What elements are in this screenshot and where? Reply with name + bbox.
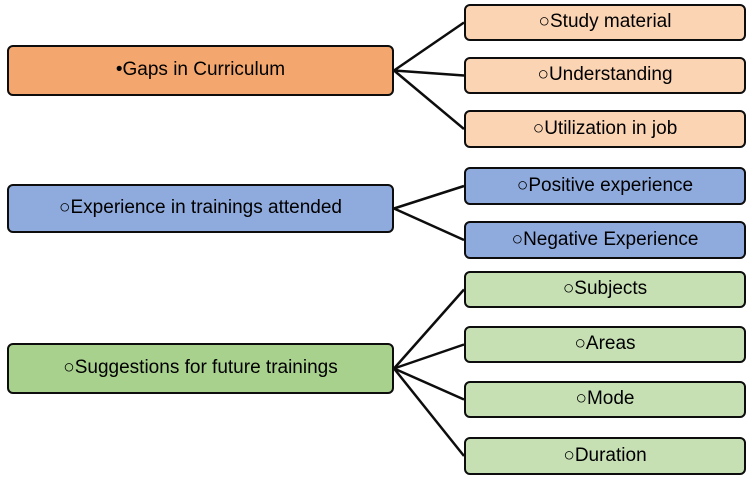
connector-line	[393, 343, 465, 370]
parent-node-experience-in-trainings-attended: ○Experience in trainings attended	[7, 184, 394, 233]
child-node-mode: ○Mode	[464, 381, 746, 418]
child-node-subjects: ○Subjects	[464, 271, 746, 308]
child-node-positive-experience: ○Positive experience	[464, 167, 746, 205]
child-node-areas: ○Areas	[464, 326, 746, 363]
connector-line	[393, 367, 465, 457]
connector-line	[393, 367, 465, 401]
connector-line	[393, 288, 465, 370]
parent-node-gaps-in-curriculum: •Gaps in Curriculum	[7, 45, 394, 96]
child-node-study-material: ○Study material	[464, 4, 746, 41]
child-node-duration: ○Duration	[464, 437, 746, 475]
child-node-negative-experience: ○Negative Experience	[464, 221, 746, 259]
connector-line	[393, 184, 465, 210]
connector-line	[393, 69, 465, 130]
child-node-utilization-in-job: ○Utilization in job	[464, 110, 746, 148]
connector-line	[393, 207, 465, 242]
parent-node-suggestions-for-future-trainings: ○Suggestions for future trainings	[7, 343, 394, 394]
child-node-understanding: ○Understanding	[464, 57, 746, 94]
connector-line	[393, 69, 465, 77]
connector-line	[393, 21, 465, 72]
